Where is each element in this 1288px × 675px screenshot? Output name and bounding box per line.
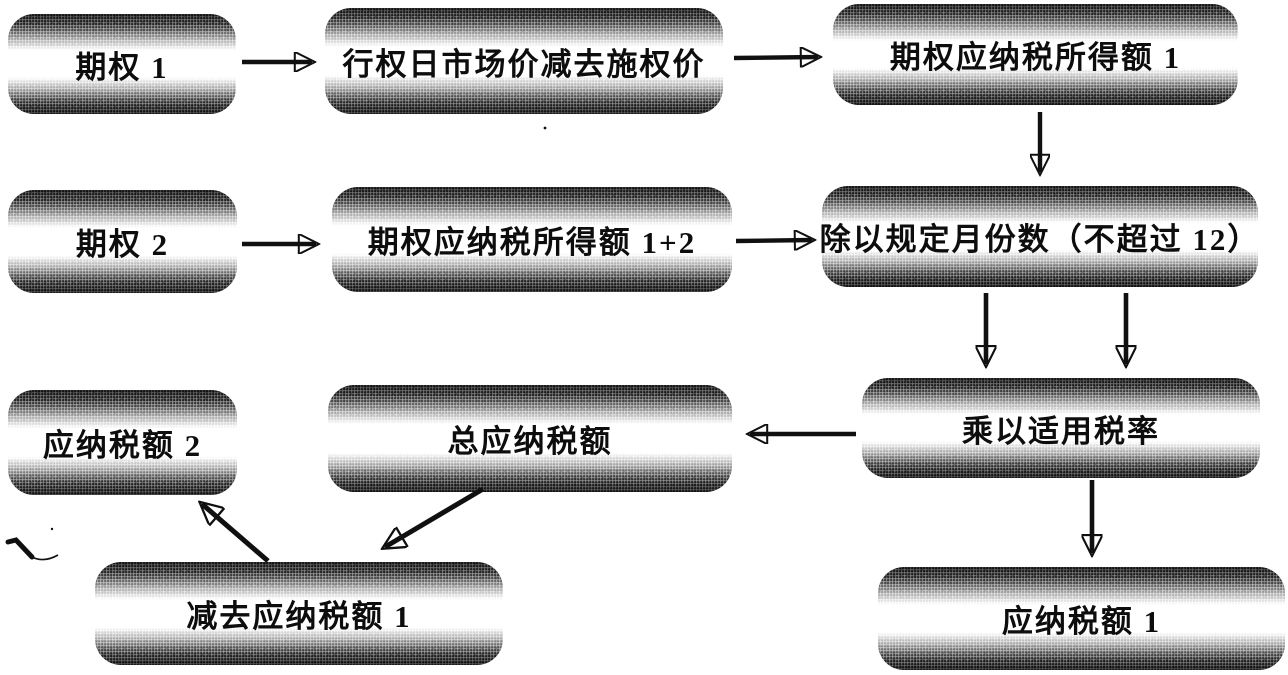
node-exercise-minus-strike: 行权日市场价减去施权价 <box>325 8 723 114</box>
node-taxable-income-1-2-label: 期权应纳税所得额 1+2 <box>367 225 697 260</box>
scan-artifact-dot <box>50 527 54 531</box>
node-tax-payable-1-label: 应纳税额 1 <box>1001 604 1162 639</box>
node-total-tax-payable-label: 总应纳税额 <box>447 424 613 459</box>
node-option-1-label: 期权 1 <box>75 49 169 85</box>
node-divide-months-label: 除以规定月份数（不超过 12） <box>819 222 1261 257</box>
node-subtract-tax-1-label: 减去应纳税额 1 <box>186 599 412 634</box>
scan-artifact-tail <box>31 554 59 561</box>
edge-income12-to-divide <box>735 240 812 241</box>
node-taxable-income-1-label: 期权应纳税所得额 1 <box>889 40 1182 75</box>
node-taxable-income-1: 期权应纳税所得额 1 <box>833 4 1238 105</box>
edge-subtract-to-tax2 <box>202 504 270 563</box>
node-tax-payable-1: 应纳税额 1 <box>878 567 1285 670</box>
node-option-1: 期权 1 <box>8 14 236 114</box>
edge-total-to-subtract <box>385 486 485 547</box>
node-option-2-label: 期权 2 <box>75 227 170 262</box>
node-divide-months: 除以规定月份数（不超过 12） <box>819 186 1261 287</box>
scan-artifact-dot-2 <box>543 126 547 130</box>
node-multiply-rate: 乘以适用税率 <box>862 378 1260 478</box>
node-option-2: 期权 2 <box>8 190 237 293</box>
node-total-tax-payable: 总应纳税额 <box>328 385 732 492</box>
node-multiply-rate-label: 乘以适用税率 <box>962 413 1160 449</box>
node-subtract-tax-1: 减去应纳税额 1 <box>95 562 503 665</box>
node-exercise-minus-strike-label: 行权日市场价减去施权价 <box>342 46 706 82</box>
node-taxable-income-1-2: 期权应纳税所得额 1+2 <box>332 187 732 292</box>
edge-exercise-to-income1 <box>733 57 818 58</box>
scan-artifact-squiggle <box>5 537 35 560</box>
node-tax-payable-2: 应纳税额 2 <box>8 390 237 495</box>
node-tax-payable-2-label: 应纳税额 2 <box>42 428 203 463</box>
